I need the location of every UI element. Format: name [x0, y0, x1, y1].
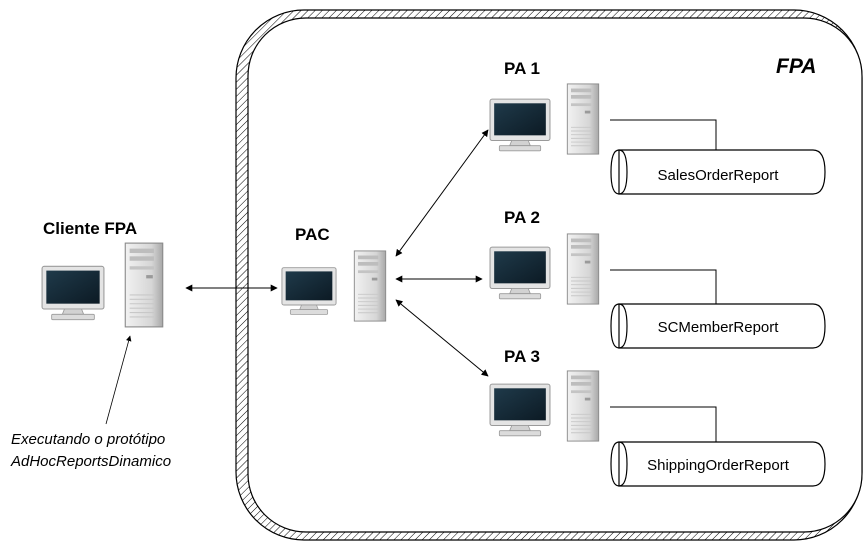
pac-tower-icon — [353, 250, 387, 322]
client-fpa-node: Cliente FPA — [41, 219, 164, 328]
pa-1-tower-icon — [566, 83, 600, 155]
fpa-label: FPA — [776, 55, 816, 78]
pa-1-node: PA 1 — [489, 59, 600, 155]
database-shipping-order-report: ShippingOrderReport — [610, 406, 826, 487]
database-label: SalesOrderReport — [658, 167, 780, 184]
database-sc-member-report: SCMemberReport — [610, 269, 826, 349]
pa-1-label: PA 1 — [504, 59, 540, 78]
arrow-pac-pa1 — [395, 129, 489, 257]
client-note-line-2: AdHocReportsDinamico — [10, 453, 171, 470]
client-note-line-1: Executando o protótipo — [11, 431, 165, 448]
pa-3-tower-icon — [566, 370, 600, 442]
client-fpa-label: Cliente FPA — [43, 219, 137, 238]
client-monitor-icon — [41, 265, 105, 321]
pa-3-label: PA 3 — [504, 347, 540, 366]
pa-2-label: PA 2 — [504, 208, 540, 227]
pa-2-tower-icon — [566, 233, 600, 305]
annotation-arrow — [105, 335, 132, 425]
database-sales-order-report: SalesOrderReport — [610, 119, 826, 195]
arrow-pac-pa3 — [395, 299, 489, 377]
pa-3-node: PA 3 — [489, 347, 600, 442]
pa-2-node: PA 2 — [489, 208, 600, 305]
pac-label: PAC — [295, 225, 330, 244]
client-tower-icon — [124, 242, 164, 328]
database-label: SCMemberReport — [658, 319, 780, 336]
database-label: ShippingOrderReport — [647, 457, 790, 474]
pac-node: PAC — [281, 225, 387, 322]
